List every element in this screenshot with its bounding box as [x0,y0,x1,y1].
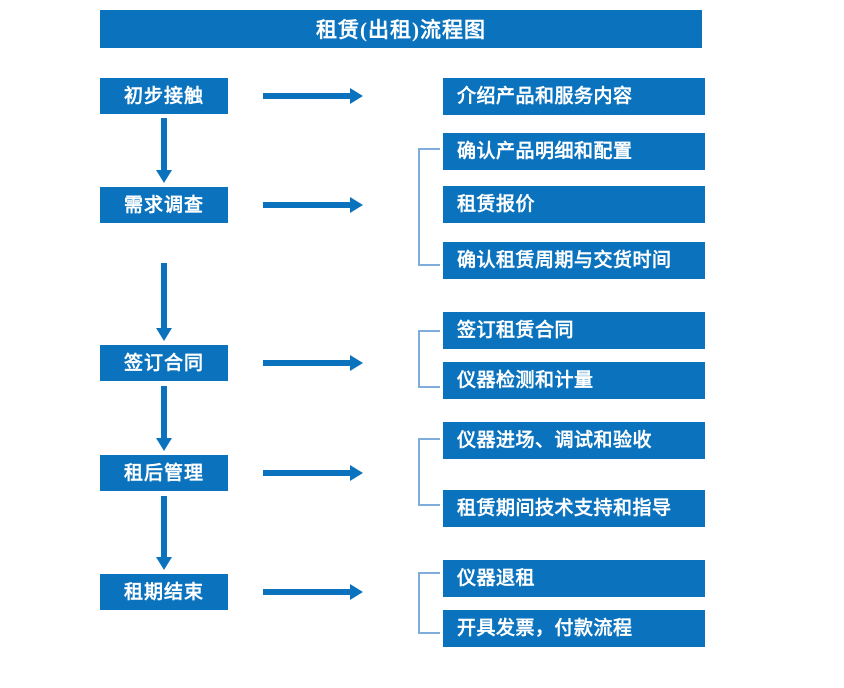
arrow-shaft [263,360,351,366]
arrow-shaft [161,263,167,328]
group-bracket-2 [418,148,440,266]
detail-box-7[interactable]: 仪器进场、调试和验收 [443,422,705,459]
detail-box-5[interactable]: 签订租赁合同 [443,312,705,349]
detail-arrow-4 [263,465,363,481]
detail-box-9[interactable]: 仪器退租 [443,560,705,597]
arrow-head [156,557,172,570]
detail-arrow-3 [263,355,363,371]
group-bracket-5 [418,572,440,634]
detail-arrow-2 [263,197,363,213]
detail-box-3[interactable]: 租赁报价 [443,186,705,223]
arrow-head [350,197,363,213]
stage-flow-arrow-3-4 [156,386,172,451]
stage-flow-arrow-1-2 [156,118,172,183]
arrow-head [350,465,363,481]
stage-box-5[interactable]: 租期结束 [100,574,228,610]
arrow-shaft [263,93,351,99]
detail-box-10[interactable]: 开具发票，付款流程 [443,610,705,647]
detail-box-8[interactable]: 租赁期间技术支持和指导 [443,490,705,527]
stage-flow-arrow-4-5 [156,496,172,570]
detail-arrow-1 [263,88,363,104]
detail-box-1[interactable]: 介绍产品和服务内容 [443,78,705,115]
arrow-shaft [161,496,167,557]
stage-box-2[interactable]: 需求调查 [100,187,228,223]
arrow-head [350,88,363,104]
detail-box-4[interactable]: 确认租赁周期与交货时间 [443,242,705,279]
group-bracket-3 [418,330,440,388]
stage-box-1[interactable]: 初步接触 [100,78,228,114]
detail-arrow-5 [263,584,363,600]
arrow-head [156,170,172,183]
detail-box-6[interactable]: 仪器检测和计量 [443,362,705,399]
arrow-head [350,584,363,600]
detail-box-2[interactable]: 确认产品明细和配置 [443,133,705,170]
page-title: 租赁(出租)流程图 [100,10,702,48]
arrow-head [350,355,363,371]
arrow-shaft [161,118,167,170]
stage-flow-arrow-2-3 [156,263,172,341]
stage-box-3[interactable]: 签订合同 [100,345,228,381]
group-bracket-4 [418,438,440,506]
arrow-shaft [263,589,351,595]
arrow-shaft [263,202,351,208]
arrow-head [156,438,172,451]
arrow-head [156,328,172,341]
arrow-shaft [161,386,167,438]
arrow-shaft [263,470,351,476]
stage-box-4[interactable]: 租后管理 [100,455,228,491]
